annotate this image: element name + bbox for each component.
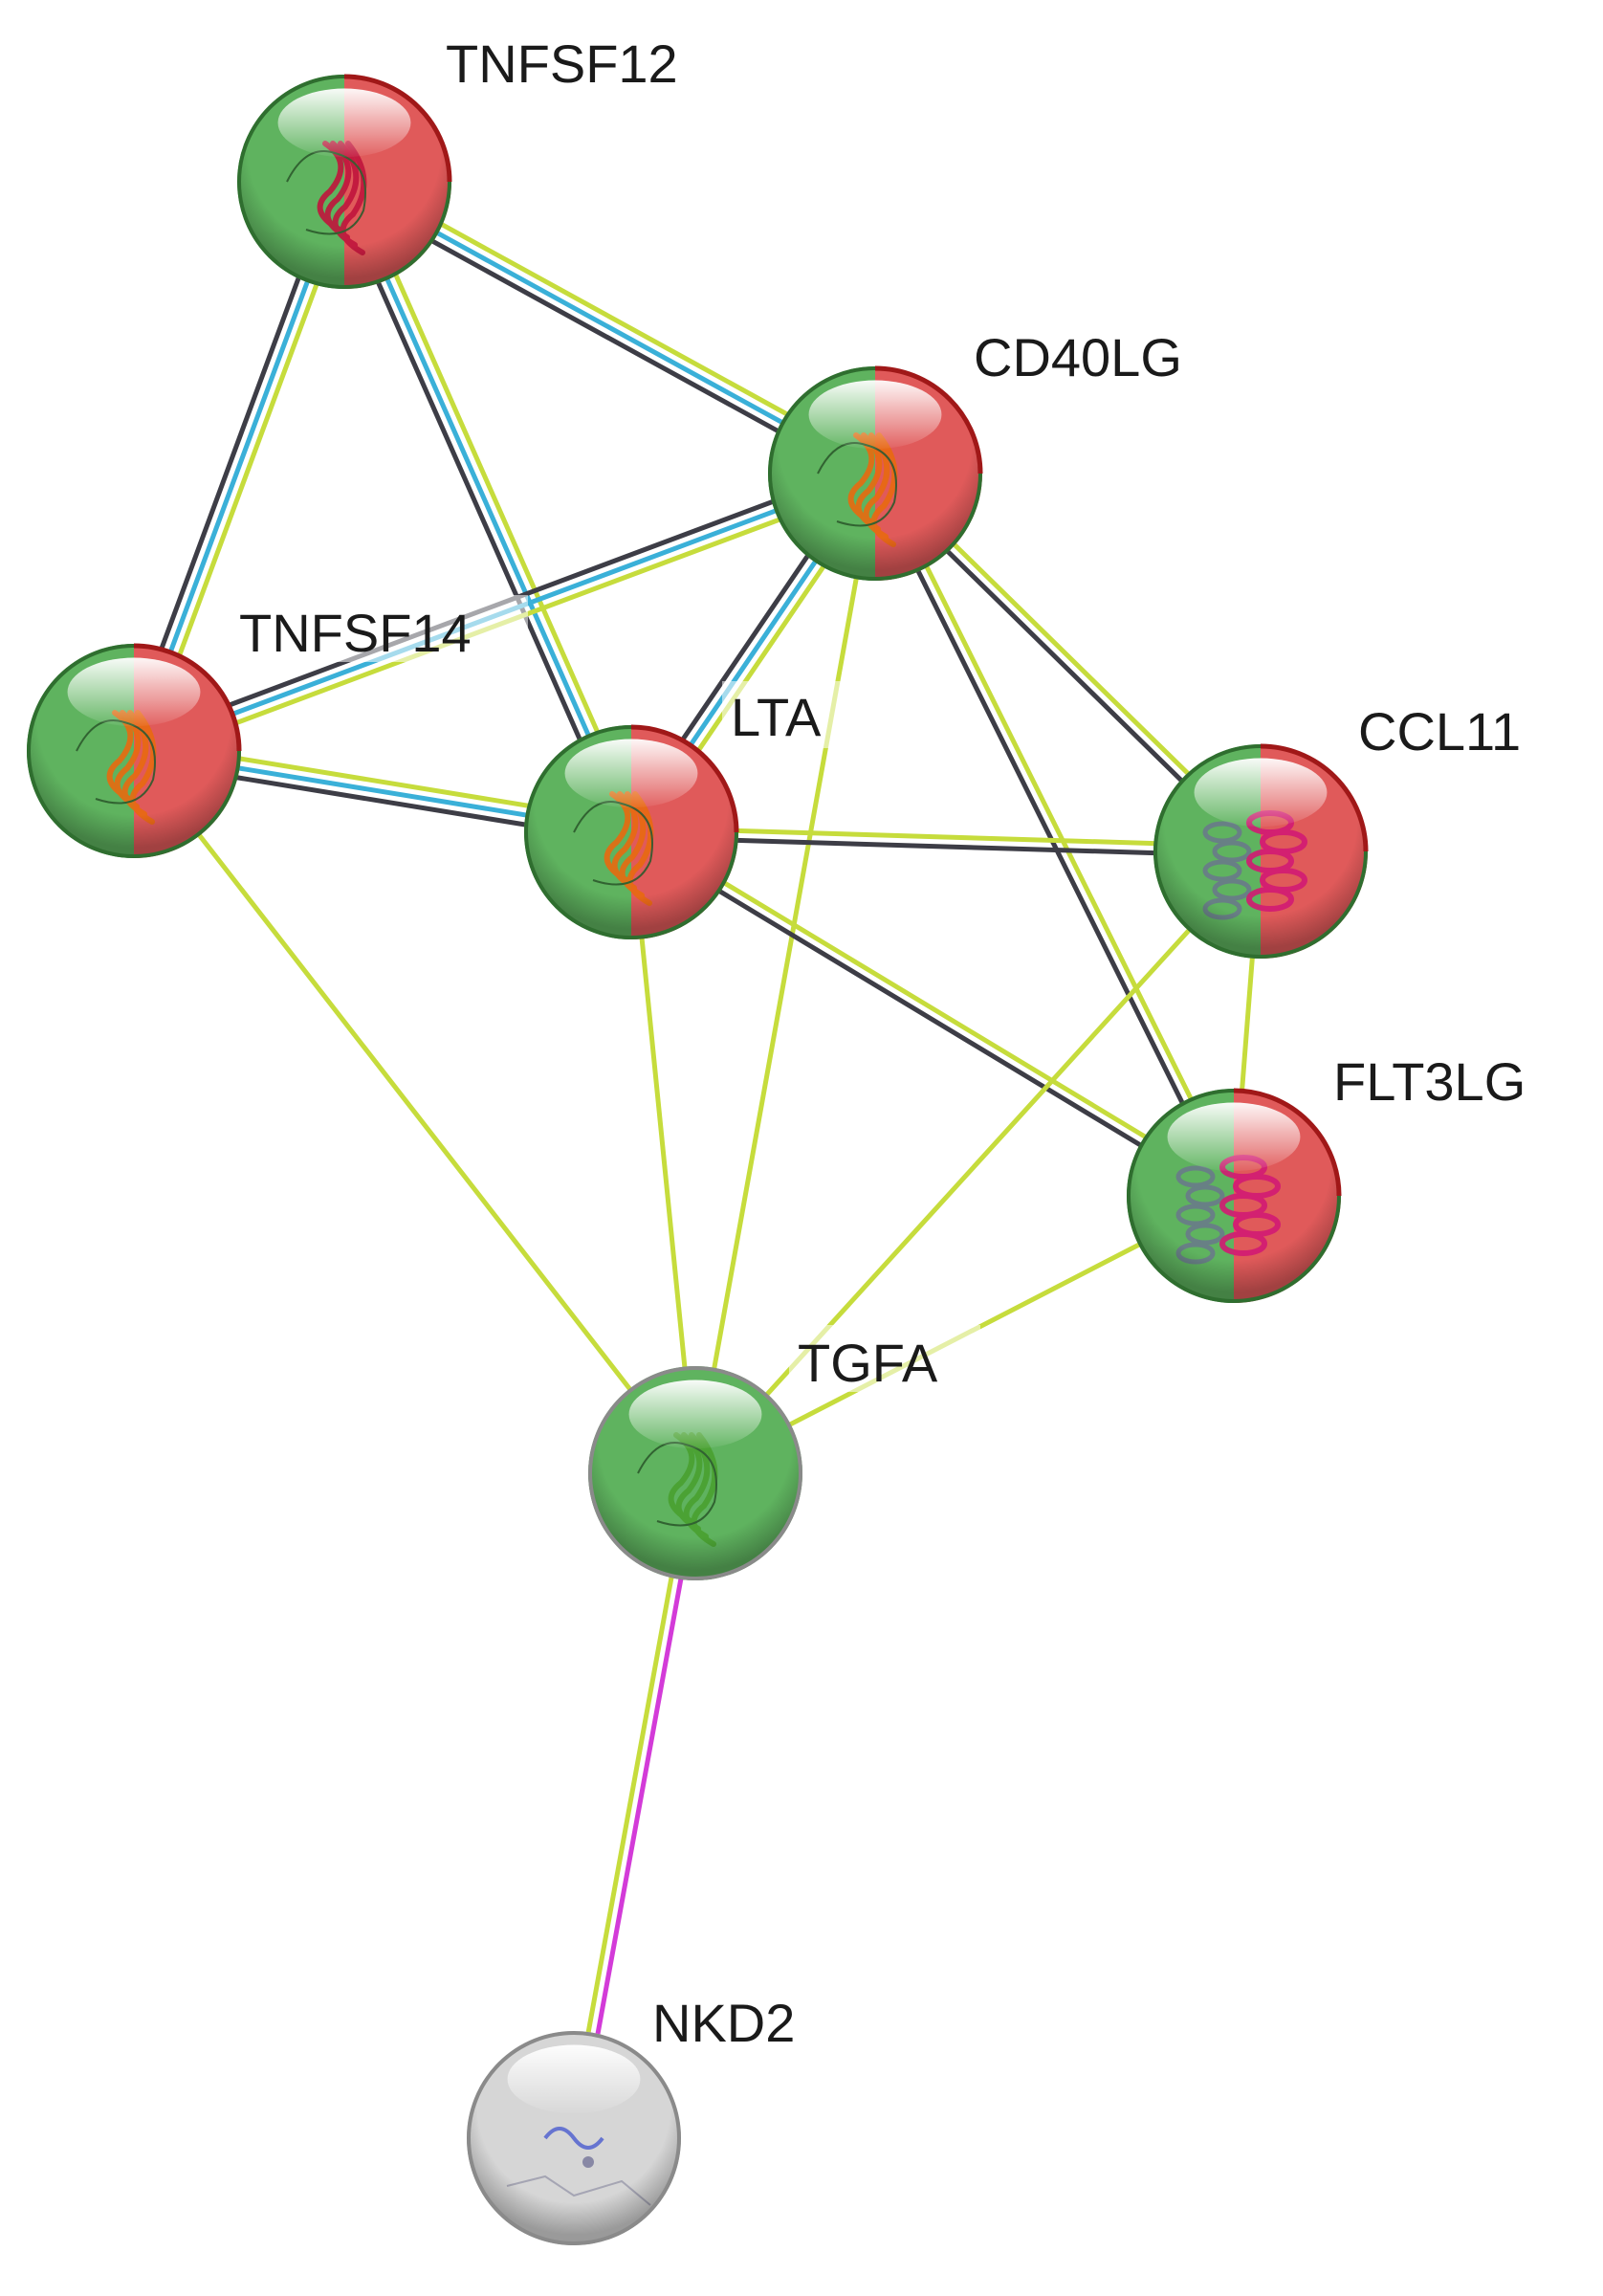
- edges-layer: [122, 170, 1266, 2142]
- nodes-layer: [27, 74, 1369, 2245]
- node-label-nkd2: NKD2: [652, 1993, 795, 2053]
- edge-lta-flt3lg: [626, 826, 1240, 1203]
- node-label-ccl11: CCL11: [1358, 701, 1521, 762]
- edge-line-textmining: [350, 175, 643, 831]
- node-label-tnfsf14: TNFSF14: [239, 603, 472, 663]
- edge-lta-tgfa: [628, 829, 698, 1476]
- node-ccl11[interactable]: [1153, 743, 1369, 959]
- edge-line-coexpression: [333, 183, 626, 839]
- node-label-tgfa: TGFA: [798, 1333, 938, 1393]
- edge-tnfsf12-lta: [333, 175, 643, 839]
- edge-tgfa-nkd2: [566, 1469, 703, 2142]
- edge-line-coexpression: [626, 833, 1234, 1203]
- node-label-group-ccl11: CCL11: [1349, 694, 1570, 762]
- edge-line-database: [341, 179, 634, 835]
- node-label-group-flt3lg: FLT3LG: [1325, 1043, 1573, 1112]
- node-label-cd40lg: CD40LG: [974, 327, 1182, 387]
- node-nkd2[interactable]: [467, 2031, 681, 2245]
- edge-tnfsf14-tgfa: [131, 748, 698, 1476]
- node-label-group-tnfsf12: TNFSF12: [435, 19, 741, 94]
- edge-line-textmining: [876, 469, 1241, 1197]
- node-label-group-tgfa: TGFA: [789, 1325, 980, 1393]
- node-label-group-tnfsf14: TNFSF14: [230, 595, 528, 663]
- edge-line-textmining: [131, 748, 698, 1476]
- node-outline: [467, 2031, 681, 2245]
- node-label-group-lta: LTA: [722, 681, 866, 748]
- node-flt3lg[interactable]: [1127, 1088, 1342, 1303]
- node-tnfsf12[interactable]: [237, 74, 452, 289]
- edge-line-coexpression: [868, 473, 1233, 1201]
- node-label-group-cd40lg: CD40LG: [966, 316, 1239, 387]
- edge-cd40lg-flt3lg: [868, 469, 1241, 1201]
- node-lta[interactable]: [524, 724, 739, 939]
- node-label-group-nkd2: NKD2: [644, 1985, 840, 2053]
- edge-cd40lg-tgfa: [692, 471, 878, 1476]
- edge-line-experiments: [576, 1471, 703, 2142]
- node-cd40lg[interactable]: [768, 365, 983, 581]
- edge-line-textmining: [628, 829, 698, 1476]
- labels-layer: TNFSF12 CD40LG TNFSF14 LTA CCL11 FLT3LG …: [230, 19, 1573, 2053]
- node-label-tnfsf12: TNFSF12: [446, 33, 678, 94]
- edge-line-textmining: [692, 471, 878, 1476]
- node-label-flt3lg: FLT3LG: [1333, 1051, 1526, 1112]
- edge-line-textmining: [566, 1469, 693, 2140]
- node-outline: [588, 1366, 802, 1580]
- node-label-lta: LTA: [731, 687, 822, 747]
- node-tgfa[interactable]: [588, 1366, 802, 1580]
- edge-line-textmining: [631, 826, 1240, 1195]
- node-tnfsf14[interactable]: [27, 643, 242, 858]
